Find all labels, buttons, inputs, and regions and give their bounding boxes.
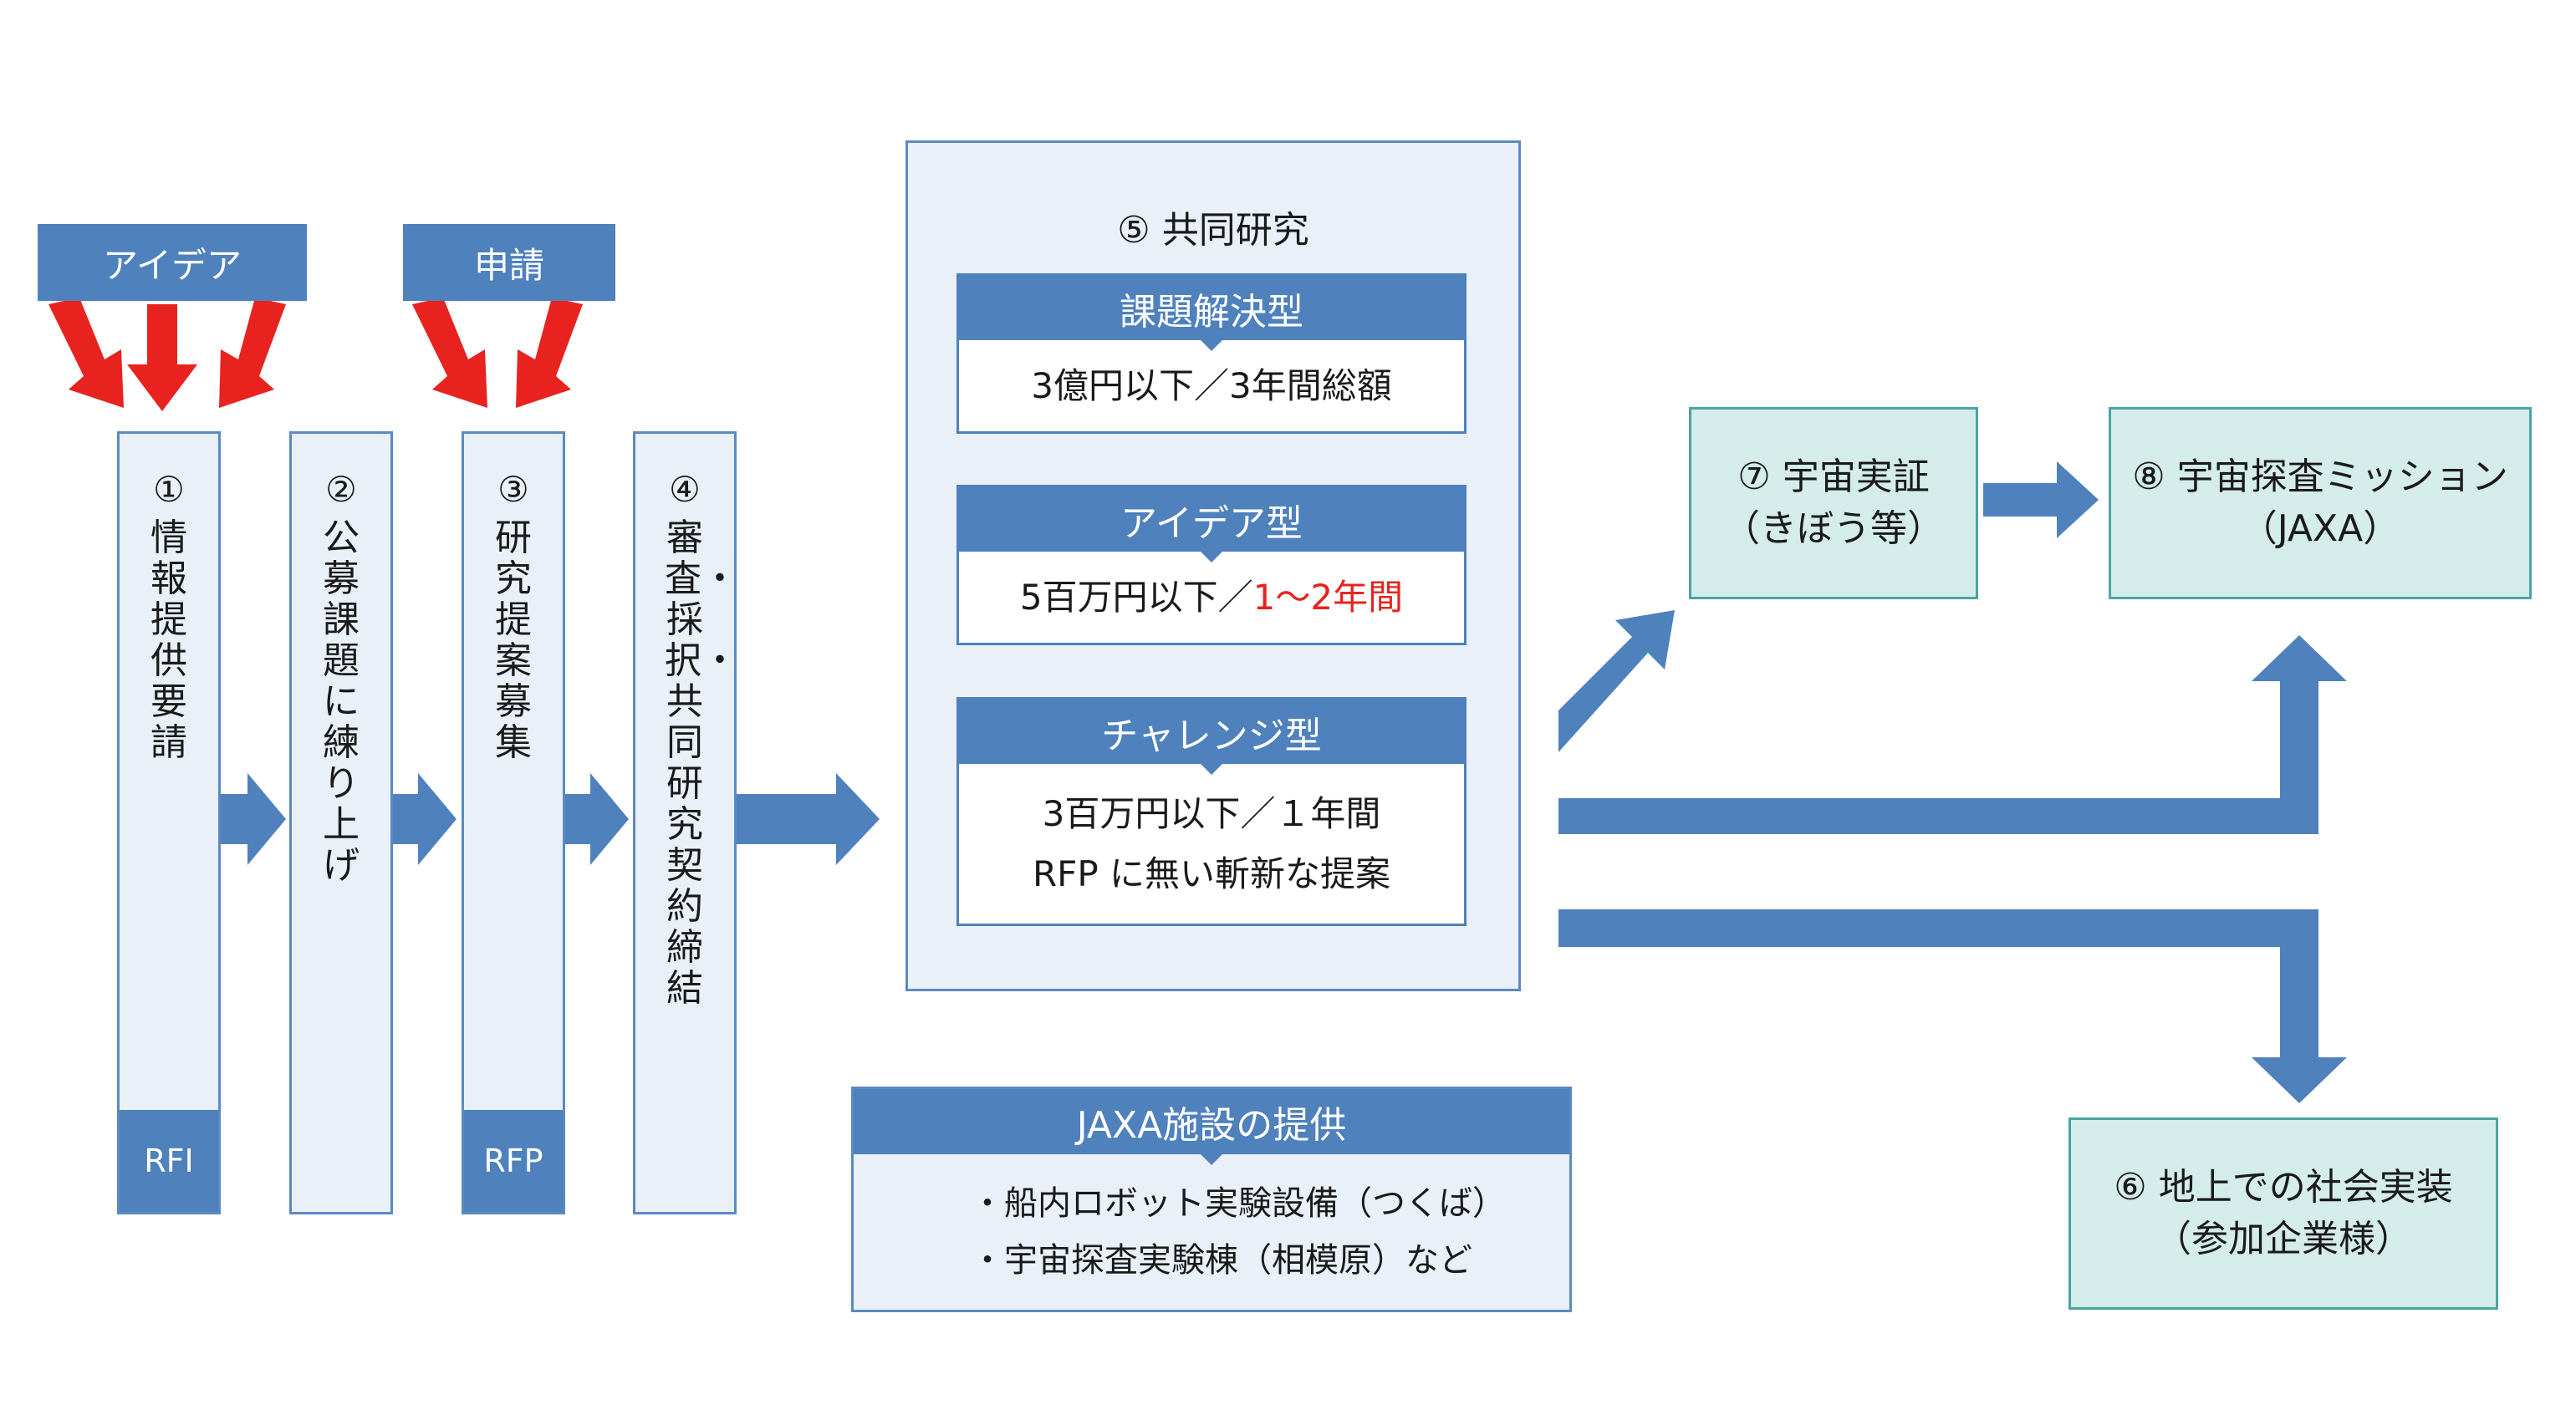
exploration-mission-box: ⑧ 宇宙探査ミッション （JAXA） bbox=[2109, 407, 2532, 599]
type-budget: 3百万円以下／１年間 bbox=[1042, 792, 1381, 834]
budget-amount: 5百万円以下／ bbox=[1019, 576, 1253, 618]
step-label: 公募課題に練り上げ bbox=[323, 517, 360, 887]
flow-arrow bbox=[1983, 461, 2099, 538]
type-budget: 3億円以下／3年間総額 bbox=[1031, 364, 1392, 406]
idea-label: アイデア bbox=[38, 224, 307, 301]
red-arrow bbox=[48, 298, 124, 408]
step-number: ③ bbox=[497, 469, 529, 510]
outcome-title: ⑥ 地上での社会実装 bbox=[2114, 1166, 2453, 1209]
flow-arrow bbox=[1558, 909, 2347, 1103]
header-notch bbox=[1200, 551, 1223, 563]
step-topic-column: ② 公募課題に練り上げ bbox=[289, 431, 393, 1214]
step-number: ② bbox=[325, 469, 357, 510]
header-notch bbox=[1200, 339, 1223, 351]
facility-item: ・宇宙探査実験棟（相模原）など bbox=[971, 1241, 1472, 1280]
facility-title: JAXA施設の提供 bbox=[854, 1089, 1569, 1154]
header-notch bbox=[1200, 763, 1223, 775]
step-footer-rfp: RFP bbox=[464, 1110, 563, 1212]
flow-arrow bbox=[1558, 635, 2347, 834]
step-number: ④ bbox=[669, 469, 701, 510]
flow-arrow bbox=[390, 773, 457, 865]
red-arrow bbox=[412, 298, 487, 408]
step-label: 研究提案募集 bbox=[495, 517, 532, 764]
flow-arrow bbox=[1558, 610, 1675, 752]
outcome-subtitle: （JAXA） bbox=[2240, 507, 2400, 550]
outcome-subtitle: （きぼう等） bbox=[1723, 507, 1944, 550]
social-implementation-box: ⑥ 地上での社会実装 （参加企業様） bbox=[2068, 1117, 2498, 1310]
facility-item: ・船内ロボット実験設備（つくば） bbox=[971, 1184, 1506, 1223]
type-name: アイデア型 bbox=[959, 487, 1464, 552]
flow-arrow bbox=[219, 773, 286, 865]
header-notch bbox=[1200, 1153, 1223, 1165]
jaxa-facility-box: JAXA施設の提供 ・船内ロボット実験設備（つくば） ・宇宙探査実験棟（相模原）… bbox=[851, 1087, 1572, 1312]
red-arrow bbox=[219, 298, 286, 408]
step-rfi-column: ① 情報提供要請 RFI bbox=[117, 431, 221, 1214]
type-challenge: チャレンジ型 3百万円以下／１年間 RFP に無い斬新な提案 bbox=[956, 697, 1467, 926]
type-description: RFP に無い斬新な提案 bbox=[1032, 853, 1391, 894]
step-rfp-column: ③ 研究提案募集 RFP bbox=[462, 431, 565, 1214]
red-arrow bbox=[516, 298, 583, 408]
space-demo-box: ⑦ 宇宙実証 （きぼう等） bbox=[1689, 407, 1978, 599]
apply-label: 申請 bbox=[403, 224, 615, 301]
red-arrow bbox=[127, 304, 197, 411]
flow-arrow bbox=[562, 773, 629, 865]
panel-title: ⑤ 共同研究 bbox=[1117, 209, 1309, 252]
step-label: 審査・採択・共同研究契約締結 bbox=[665, 517, 738, 1010]
outcome-title: ⑦ 宇宙実証 bbox=[1737, 456, 1930, 498]
type-problem-solving: 課題解決型 3億円以下／3年間総額 bbox=[956, 273, 1467, 434]
step-review-column: ④ 審査・採択・共同研究契約締結 bbox=[633, 431, 738, 1214]
step-label: 情報提供要請 bbox=[150, 517, 187, 764]
budget-duration: 1〜2年間 bbox=[1252, 576, 1404, 618]
type-name: 課題解決型 bbox=[959, 276, 1464, 340]
step-number: ① bbox=[153, 469, 185, 510]
type-name: チャレンジ型 bbox=[959, 700, 1464, 764]
type-budget: 5百万円以下／1〜2年間 bbox=[1020, 568, 1403, 628]
flow-arrow bbox=[736, 773, 880, 865]
outcome-subtitle: （参加企業様） bbox=[2155, 1218, 2412, 1260]
step-footer-rfi: RFI bbox=[120, 1110, 218, 1212]
type-idea: アイデア型 5百万円以下／1〜2年間 bbox=[956, 485, 1467, 645]
outcome-title: ⑧ 宇宙探査ミッション bbox=[2132, 456, 2508, 498]
